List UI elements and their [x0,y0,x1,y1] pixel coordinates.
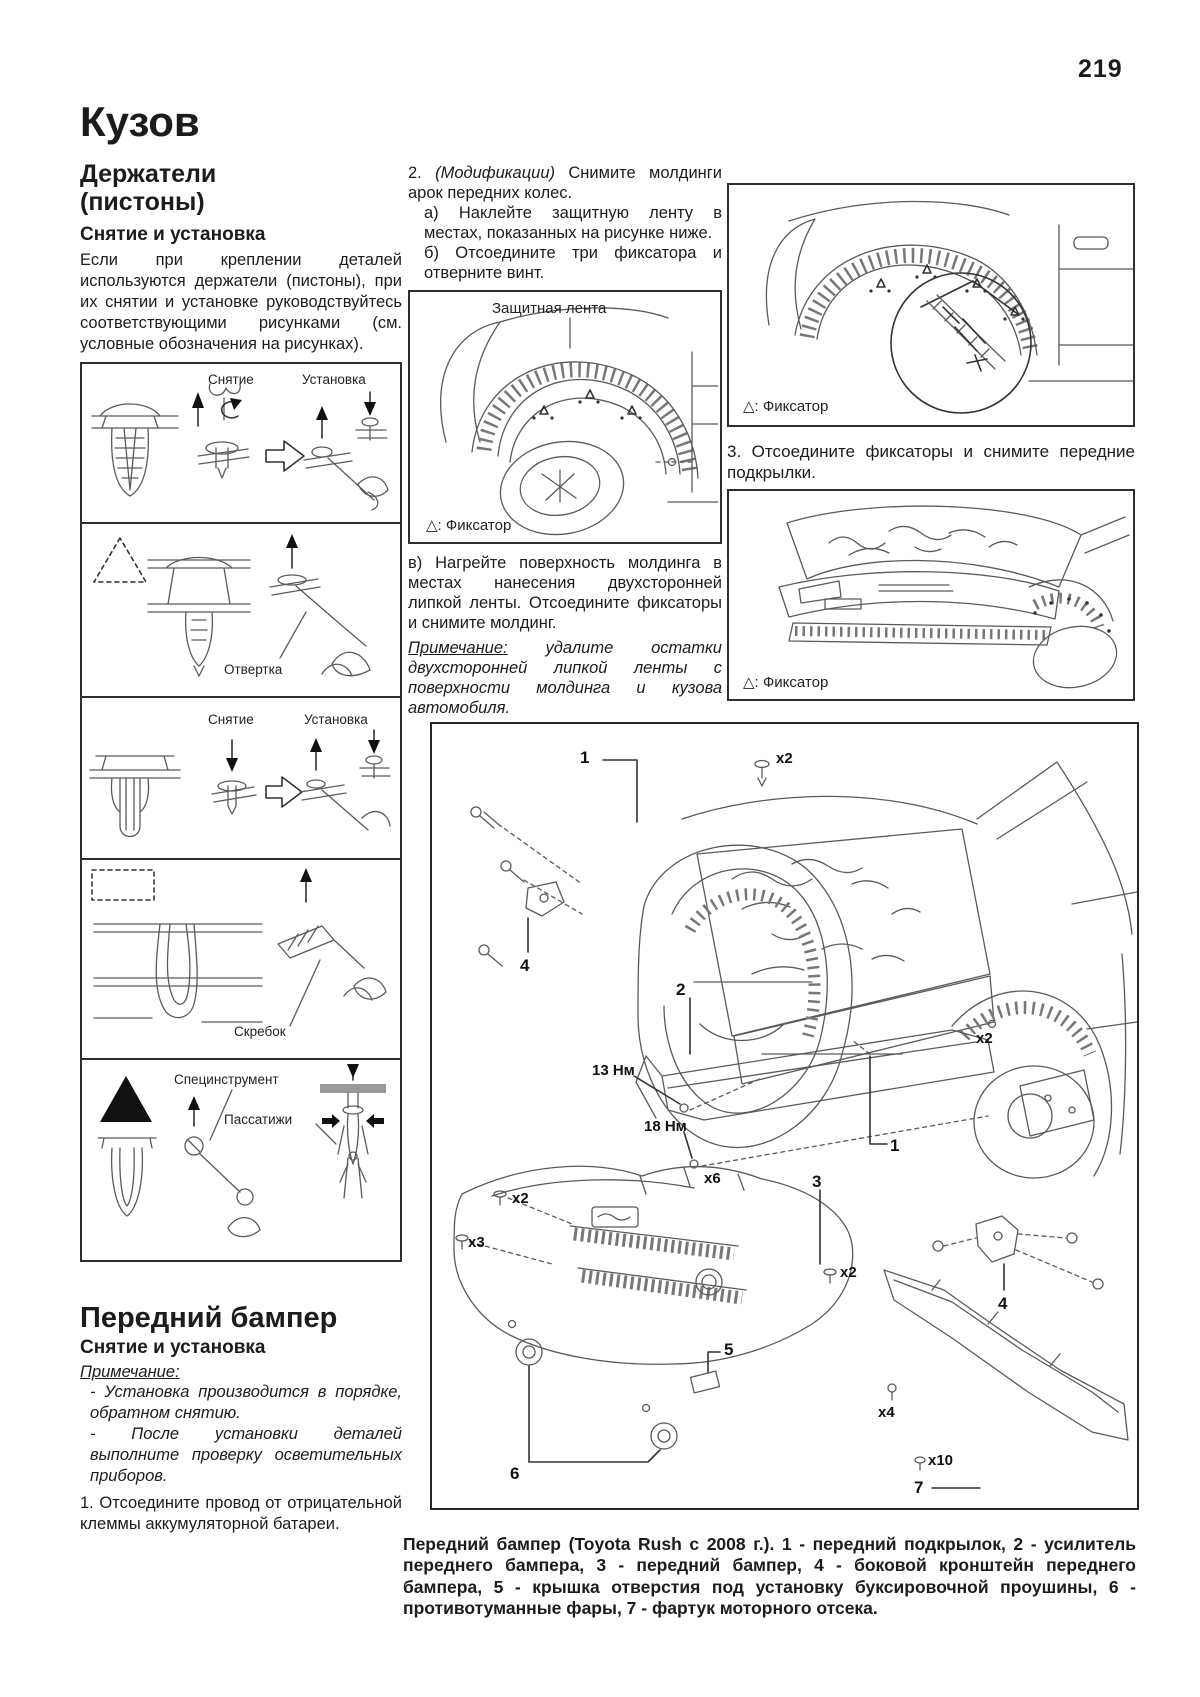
exploded-view-caption: Передний бампер (Toyota Rush с 2008 г.).… [403,1533,1136,1619]
wheel-arch-tape-illustration [439,307,718,536]
qty-x10: x10 [928,1452,954,1469]
car-front-liner-illustration [778,505,1130,689]
right-column: △: Фиксатор 3. Отсоедините фикса [727,183,1135,701]
clip-diagram-box-2: Отвертка [80,522,402,699]
figure-protective-tape: Защитная лента △: Фиксатор [408,290,722,544]
clip-diagram-box-5: Специнструмент Пассатижи [80,1058,402,1263]
middle-note-label: Примечание: [408,639,508,657]
step-2a-text: а) Наклейте защитную ленту в местах, пок… [424,204,722,242]
exploded-view-front-bumper: 1 x2 4 2 13 Нм 18 Нм x6 x2 x3 3 x2 5 6 x… [430,722,1139,1510]
callout-1-right: 1 [890,1136,900,1155]
callout-4-left: 4 [520,956,530,975]
holders-intro-text: Если при креплении деталей используются … [80,251,402,354]
clip-removal-illustration-2 [93,534,371,677]
qty-x4: x4 [878,1404,895,1421]
qty-x2-mid: x2 [840,1264,857,1281]
callout-3: 3 [812,1172,822,1191]
page-number: 219 [1078,55,1123,83]
filled-triangle-icon [100,1076,152,1123]
middle-note-text: удалите остатки двухсторонней липкой лен… [408,639,722,717]
label-removal: Снятие [208,372,254,388]
step-2b-text: б) Отсоедините три фиксатора и отверните… [424,244,722,282]
callout-7: 7 [914,1478,924,1497]
dashed-triangle-icon [93,537,147,583]
label-removal: Снятие [208,712,254,728]
subheading-removal-install: Снятие и установка [80,224,266,246]
clip-diagram-box-4: Скребок [80,858,402,1061]
left-column: Кузов Держатели (пистоны) Снятие и устан… [80,98,402,1535]
note-label: Примечание: [80,1363,180,1382]
step-3-text: 3. Отсоедините фиксаторы и снимите перед… [727,442,1135,482]
clip-removal-illustration-1 [91,383,389,511]
torque-18nm: 18 Нм [644,1118,687,1135]
section-heading-holders-line2: (пистоны) [80,188,205,217]
figure-caption-clip: △: Фиксатор [743,398,829,415]
clip-removal-illustration-4 [91,868,387,1027]
step-1-text: 1. Отсоедините провод от отрицательной к… [80,1494,402,1534]
label-install: Установка [304,712,368,728]
figure-clip-magnified: △: Фиксатор [727,183,1135,427]
clip-diagram-box-1: Снятие Установка [80,362,402,525]
callout-1: 1 [580,748,590,767]
note-item-1: - Установка производится в порядке, обра… [90,1383,402,1423]
front-bumper-exploded-illustration [453,759,1137,1489]
dashed-rect-icon [91,869,155,901]
note-item-2: - После установки деталей выполните пров… [90,1425,402,1486]
middle-column: 2. (Модификации) Снимите молдинги арок п… [408,163,722,718]
middle-note: Примечание: удалите остатки двухсторонне… [408,638,722,718]
qty-x6: x6 [704,1170,721,1187]
callout-5: 5 [724,1340,734,1359]
label-pliers: Пассатижи [224,1112,293,1128]
panel-bar [320,1084,386,1094]
protective-tape-label: Защитная лента [492,300,607,317]
step-2-modifications: (Модификации) [435,164,556,182]
wheel-arch-clip-illustration [765,200,1133,414]
qty-x2-wheel: x2 [976,1030,993,1047]
torque-13nm: 13 Нм [592,1062,635,1079]
qty-x2-left: x2 [512,1190,529,1207]
clip-removal-illustration-3 [89,729,391,838]
section-heading-front-bumper: Передний бампер [80,1302,338,1335]
label-screwdriver: Отвертка [224,662,283,678]
subheading-removal-install-2: Снятие и установка [80,1337,266,1359]
label-install: Установка [302,372,366,388]
clip-diagram-box-3: Снятие Установка [80,696,402,861]
step-2v-text: в) Нагрейте поверхность молдинга в места… [408,554,722,632]
step-2-rest: Снимите молдинги арок передних колес. [408,164,723,202]
figure-front-fender-liner: △: Фиксатор [727,489,1135,701]
step-2-number: 2. [408,164,422,182]
figure-caption-clip: △: Фиксатор [743,674,829,691]
label-scraper: Скребок [234,1024,286,1040]
callout-4-right: 4 [998,1294,1008,1313]
clip-removal-illustration-5 [97,1064,386,1238]
callout-2: 2 [676,980,686,999]
step-2-text: 2. (Модификации) Снимите молдинги арок п… [408,163,722,203]
callout-6: 6 [510,1464,520,1483]
chapter-title: Кузов [80,98,200,145]
section-heading-holders-line1: Держатели [80,160,217,189]
label-special-tool: Специнструмент [174,1072,279,1088]
figure-caption-clip: △: Фиксатор [426,517,512,534]
qty-x2-top: x2 [776,750,793,767]
qty-x3-left: x3 [468,1234,485,1251]
